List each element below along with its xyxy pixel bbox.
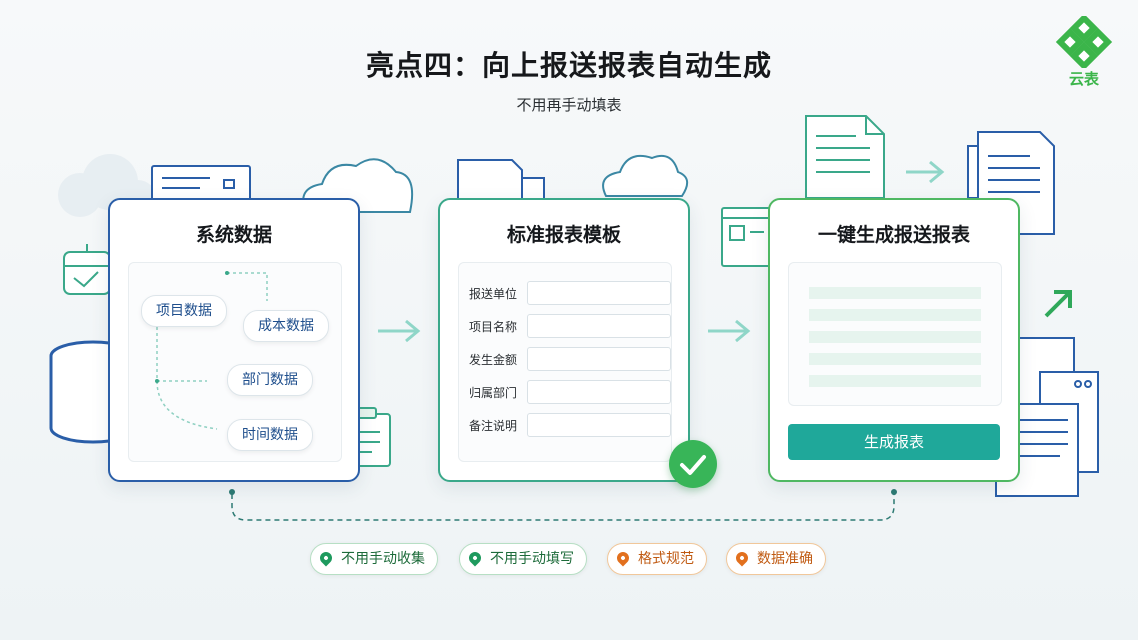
form-label: 归属部门	[469, 386, 518, 400]
generate-report-title: 一键生成报送报表	[817, 224, 970, 246]
form-input-department[interactable]	[527, 380, 671, 404]
arrow-right-icon	[708, 319, 751, 343]
form-input-remark[interactable]	[527, 413, 671, 437]
template-form: 报送单位 项目名称 发生金额 归属部门 备注说明	[458, 262, 672, 462]
location-pin-icon	[466, 549, 484, 567]
tag-no-manual-fill: 不用手动填写	[459, 543, 587, 575]
report-template-title: 标准报表模板	[506, 224, 621, 246]
report-template-card: 标准报表模板 报送单位 项目名称 发生金额 归属部门 备注说明	[438, 198, 690, 482]
dashed-connector	[231, 494, 895, 521]
trend-up-arrow-icon	[1044, 290, 1072, 318]
location-pin-icon	[733, 549, 751, 567]
form-row-remark: 备注说明	[469, 413, 671, 437]
form-row-amount: 发生金额	[469, 347, 671, 371]
form-row-unit: 报送单位	[469, 281, 671, 305]
document-icon	[151, 165, 251, 201]
generate-report-button[interactable]: 生成报表	[788, 424, 1000, 460]
tag-no-manual-collect: 不用手动收集	[310, 543, 438, 575]
tag-label: 格式规范	[638, 551, 694, 567]
system-data-panel: 项目数据 成本数据 部门数据 时间数据	[128, 262, 342, 462]
location-pin-icon	[317, 549, 335, 567]
document-icon	[457, 159, 545, 201]
location-pin-icon	[614, 549, 632, 567]
logo-text: 云表	[1068, 70, 1099, 88]
system-data-card: 系统数据 项目数据 成本数据 部门数据 时间数据	[108, 198, 360, 482]
arrow-right-icon	[378, 319, 421, 343]
preview-line	[809, 353, 981, 365]
tag-label: 不用手动收集	[341, 551, 425, 567]
checkmark-icon	[669, 440, 717, 488]
form-label: 备注说明	[469, 419, 518, 433]
form-label: 报送单位	[469, 287, 518, 301]
brand-logo: 云表	[1052, 13, 1116, 90]
tag-label: 不用手动填写	[490, 551, 574, 567]
pill-cost-data: 成本数据	[243, 310, 329, 342]
form-row-project: 项目名称	[469, 314, 671, 338]
page-subtitle: 不用再手动填表	[516, 96, 622, 114]
preview-line	[809, 331, 981, 343]
form-input-amount[interactable]	[527, 347, 671, 371]
tag-data-accurate: 数据准确	[726, 543, 826, 575]
tag-format-standard: 格式规范	[607, 543, 707, 575]
pill-project-data: 项目数据	[141, 295, 227, 327]
preview-line	[809, 309, 981, 321]
window-icon	[721, 207, 771, 267]
form-label: 项目名称	[469, 320, 518, 334]
report-preview	[788, 262, 1002, 406]
system-data-title: 系统数据	[195, 224, 272, 246]
preview-line	[809, 375, 981, 387]
page-title: 亮点四：向上报送报表自动生成	[365, 49, 772, 82]
pill-time-data: 时间数据	[227, 419, 313, 451]
form-row-department: 归属部门	[469, 380, 671, 404]
generate-report-card: 一键生成报送报表 生成报表	[768, 198, 1020, 482]
form-label: 发生金额	[469, 353, 518, 367]
tag-label: 数据准确	[757, 551, 813, 567]
calendar-icon	[63, 244, 111, 295]
pill-department-data: 部门数据	[227, 364, 313, 396]
preview-line	[809, 287, 981, 299]
arrow-right-icon	[906, 160, 945, 184]
document-icon	[805, 115, 885, 199]
form-input-project[interactable]	[527, 314, 671, 338]
logo-diamond-icon	[1055, 13, 1113, 71]
cloud-icon	[602, 154, 689, 197]
form-input-unit[interactable]	[527, 281, 671, 305]
data-links	[155, 271, 268, 430]
